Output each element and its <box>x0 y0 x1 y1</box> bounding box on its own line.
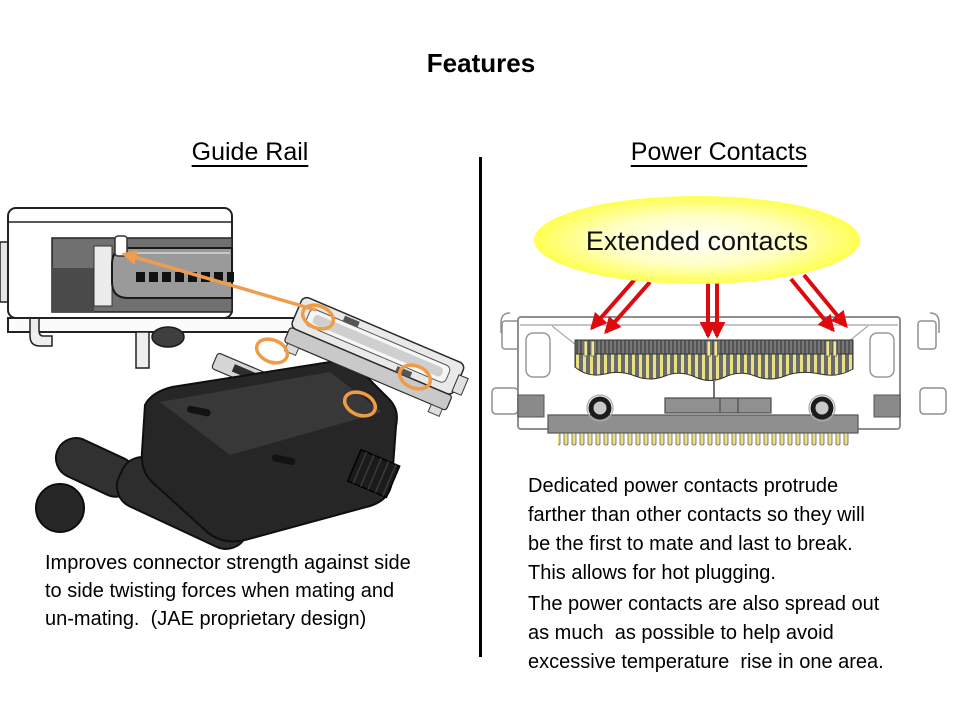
power-contacts-paragraph-1: Dedicated power contacts protrude farthe… <box>528 472 865 588</box>
highlight-ellipse <box>397 363 433 391</box>
red-arrow-left <box>590 276 638 331</box>
extended-power-contacts <box>583 340 837 357</box>
red-arrow-left <box>604 280 652 335</box>
screw-hole <box>588 396 612 420</box>
orange-pointer-arrow <box>121 250 317 312</box>
callout-ellipse <box>534 196 860 284</box>
contact-pin-field <box>574 353 854 381</box>
guide-rail-caption: Improves connector strength against side… <box>45 549 411 633</box>
highlight-ellipse <box>300 303 336 331</box>
guide-rail-illustration <box>0 207 469 550</box>
guide-rail-highlights <box>254 303 433 418</box>
power-contacts-paragraph-2: The power contacts are also spread out a… <box>528 590 884 677</box>
highlight-ellipse <box>342 390 378 418</box>
power-contacts-illustration: Extended contacts <box>491 196 947 447</box>
callout-label: Extended contacts <box>586 226 808 256</box>
red-arrows <box>590 273 848 339</box>
paragraph-line: This allows for hot plugging. <box>528 562 776 584</box>
paragraph-line: Dedicated power contacts protrude <box>528 475 839 497</box>
red-arrow-right <box>802 273 848 329</box>
paragraph-line: be the first to mate and last to break. <box>528 533 853 555</box>
power-contacts-heading: Power Contacts <box>630 138 808 166</box>
receptacle-cross-section <box>0 207 336 369</box>
highlight-ellipse <box>254 337 290 365</box>
screw-hole <box>810 396 834 420</box>
caption-line: un-mating. (JAE proprietary design) <box>45 608 367 630</box>
caption-line: to side twisting forces when mating and <box>45 580 395 602</box>
paragraph-line: farther than other contacts so they will <box>528 504 865 526</box>
paragraph-line: The power contacts are also spread out <box>528 593 880 615</box>
section-divider <box>479 157 482 657</box>
paragraph-line: excessive temperature rise in one area. <box>528 651 884 673</box>
through-hole-pins <box>558 433 850 447</box>
guide-rail-heading: Guide Rail <box>191 138 309 166</box>
plug-connector <box>35 352 401 550</box>
red-arrow-right <box>789 277 835 333</box>
paragraph-line: as much as possible to help avoid <box>528 622 834 644</box>
page-title: Features <box>426 48 536 78</box>
caption-line: Improves connector strength against side <box>45 552 411 574</box>
